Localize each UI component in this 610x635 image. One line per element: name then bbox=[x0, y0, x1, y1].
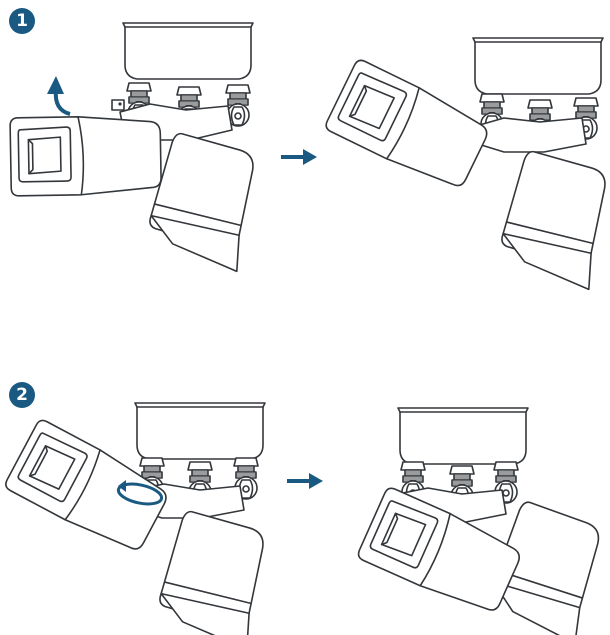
step-1-before bbox=[9, 22, 260, 273]
curved-up-arrow-icon bbox=[47, 76, 71, 116]
right-arrow-icon bbox=[285, 471, 325, 491]
step-2-before bbox=[2, 402, 270, 635]
step-2-after bbox=[355, 407, 607, 635]
step-2-badge: 2 bbox=[9, 382, 35, 408]
rotation-ellipse-icon bbox=[116, 480, 164, 506]
step-1-badge: 1 bbox=[9, 8, 35, 34]
right-arrow-icon bbox=[279, 147, 319, 167]
step-1-after bbox=[323, 37, 610, 291]
